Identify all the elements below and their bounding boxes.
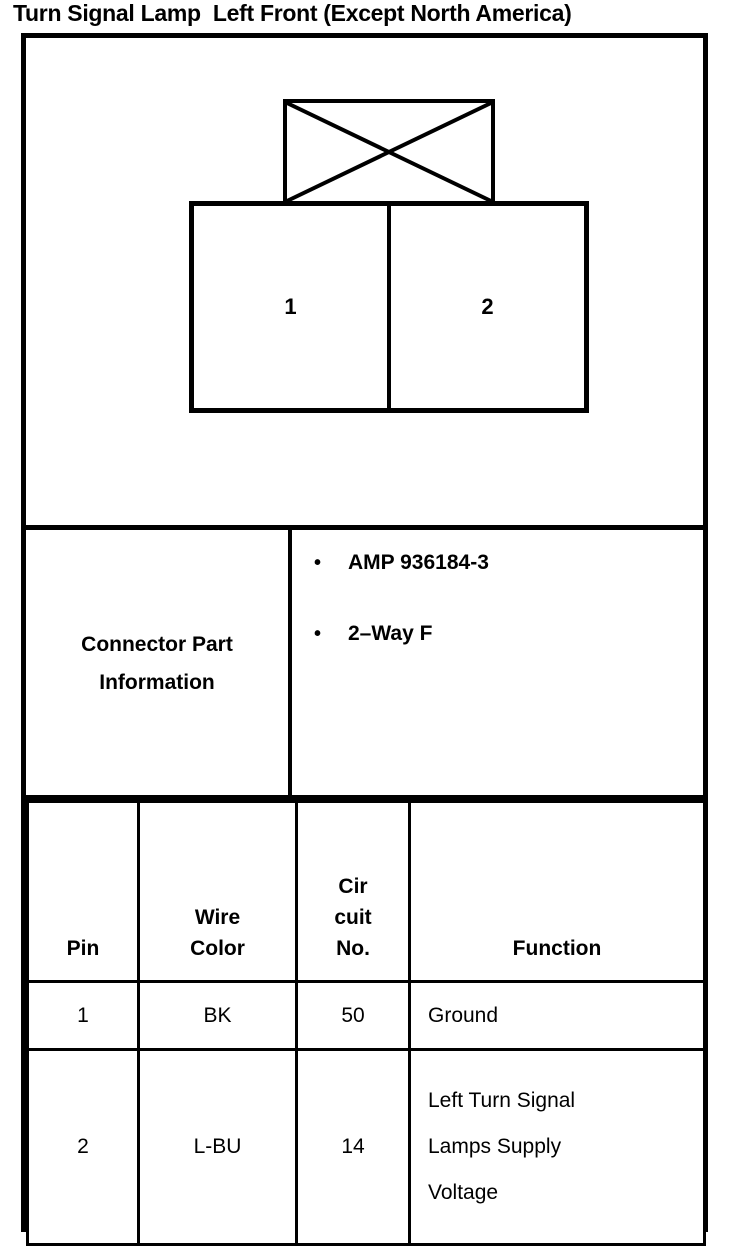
pin-cavity-box: 1 2 [189, 201, 589, 413]
table-row: 2 L-BU 14 Left Turn Signal Lamps Supply … [26, 1048, 706, 1246]
cavity-1-label: 1 [284, 294, 297, 319]
bullet-icon: • [314, 552, 322, 574]
connector-part-item-0: • AMP 936184-3 [314, 550, 703, 576]
latch-tab-crosshatched [283, 99, 495, 205]
cell-wire-color: L-BU [137, 1048, 298, 1246]
cell-wire-color: BK [137, 980, 298, 1051]
connector-way-count: 2–Way F [348, 622, 433, 645]
cavity-1: 1 [194, 206, 387, 408]
cell-circuit-no: 14 [295, 1048, 411, 1246]
connector-part-information-label: Connector Part Information [26, 530, 292, 798]
cell-function: Left Turn Signal Lamps Supply Voltage [408, 1048, 706, 1246]
connector-face-diagram: 1 2 [26, 38, 703, 525]
connector-info-frame: 1 2 Connector Part Information • AMP 936… [21, 33, 708, 1246]
table-row: 1 BK 50 Ground [26, 980, 706, 1051]
column-header-function: Function [408, 800, 706, 983]
cavity-2: 2 [387, 206, 584, 408]
cell-circuit-no: 50 [295, 980, 411, 1051]
crosshatch-x-icon [287, 103, 491, 201]
connector-part-number: AMP 936184-3 [348, 551, 489, 574]
pin-table: Pin Wire Color Cir cuit No. Function 1 B… [26, 800, 706, 1246]
section-divider-diagram-info [26, 525, 703, 530]
column-header-pin: Pin [26, 800, 140, 983]
cavity-2-label: 2 [481, 294, 494, 319]
connector-part-item-1: • 2–Way F [314, 621, 703, 647]
cell-function: Ground [408, 980, 706, 1051]
connector-part-information-section: Connector Part Information • AMP 936184-… [26, 530, 703, 798]
table-header-row: Pin Wire Color Cir cuit No. Function [26, 800, 706, 983]
bullet-icon: • [314, 623, 322, 645]
page-title: Turn Signal Lamp Left Front (Except Nort… [13, 0, 572, 26]
connector-part-information-values: • AMP 936184-3 • 2–Way F [292, 530, 703, 798]
cell-pin: 2 [26, 1048, 140, 1246]
section-divider-info-table [26, 795, 703, 800]
column-header-wire-color: Wire Color [137, 800, 298, 983]
column-header-circuit-no: Cir cuit No. [295, 800, 411, 983]
cell-pin: 1 [26, 980, 140, 1051]
